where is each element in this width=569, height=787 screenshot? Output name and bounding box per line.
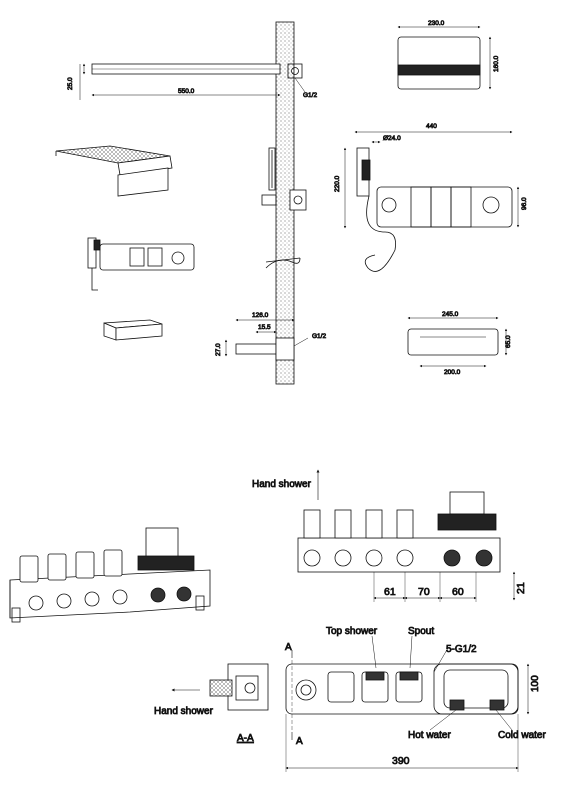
spout-top-width-label: 245.0 (442, 311, 459, 318)
shower-arm-drawing (79, 63, 306, 100)
arm-thread-label: G1/2 (303, 92, 317, 99)
spacing-70-label: 70 (418, 586, 430, 598)
valve-body-front (297, 469, 516, 602)
section-mark-top: A (285, 642, 292, 653)
spout-top-inner-label: 200.0 (444, 369, 461, 376)
section-mark-bottom: A (296, 736, 303, 747)
valve-front-view (343, 130, 520, 272)
spout-top-height-label: 65.0 (505, 335, 512, 348)
handle-dia-label: Ø24.0 (383, 135, 401, 142)
hand-shower-top-label: Hand shower (252, 479, 312, 490)
spacing-61-label: 61 (384, 586, 396, 598)
valve-isometric (87, 237, 195, 291)
spout-thread-label: G1/2 (312, 333, 326, 340)
hot-water-label: Hot water (408, 730, 451, 741)
spout-isometric (103, 319, 163, 341)
valve-plan-view (285, 635, 530, 772)
panel-height-label: 96.0 (521, 197, 528, 210)
spout-offset-label: 15.5 (258, 324, 271, 331)
spout-top-view (407, 316, 508, 368)
arm-height-label: 25.0 (67, 77, 74, 90)
hand-shower-riser (261, 147, 307, 269)
spout-length-label: 126.0 (252, 312, 269, 319)
spout-height-label: 27.0 (215, 343, 222, 356)
spacing-60-label: 60 (452, 586, 464, 598)
section-label: A-A (237, 733, 254, 744)
section-aa-view (171, 663, 269, 711)
valve-height-label: 220.0 (334, 175, 341, 192)
cold-water-label: Cold water (498, 730, 546, 741)
top-shower-label: Top shower (326, 626, 378, 637)
arm-length-label: 550.0 (178, 88, 195, 95)
valve-body-isometric (9, 527, 211, 623)
hand-shower-side-label: Hand shower (154, 706, 214, 717)
head-height-label: 160.0 (493, 55, 500, 72)
plan-height-label: 100 (530, 675, 541, 692)
plan-width-label: 390 (392, 755, 410, 767)
rain-head-isometric (55, 145, 173, 197)
thread-label: 5-G1/2 (446, 644, 477, 655)
spout-side-view (224, 318, 309, 361)
valve-width-label: 440 (426, 123, 437, 130)
head-width-label: 230.0 (428, 20, 445, 27)
shower-head-top-view (397, 25, 492, 90)
spout-label: Spout (408, 626, 434, 637)
depth-label: 21 (515, 582, 527, 594)
